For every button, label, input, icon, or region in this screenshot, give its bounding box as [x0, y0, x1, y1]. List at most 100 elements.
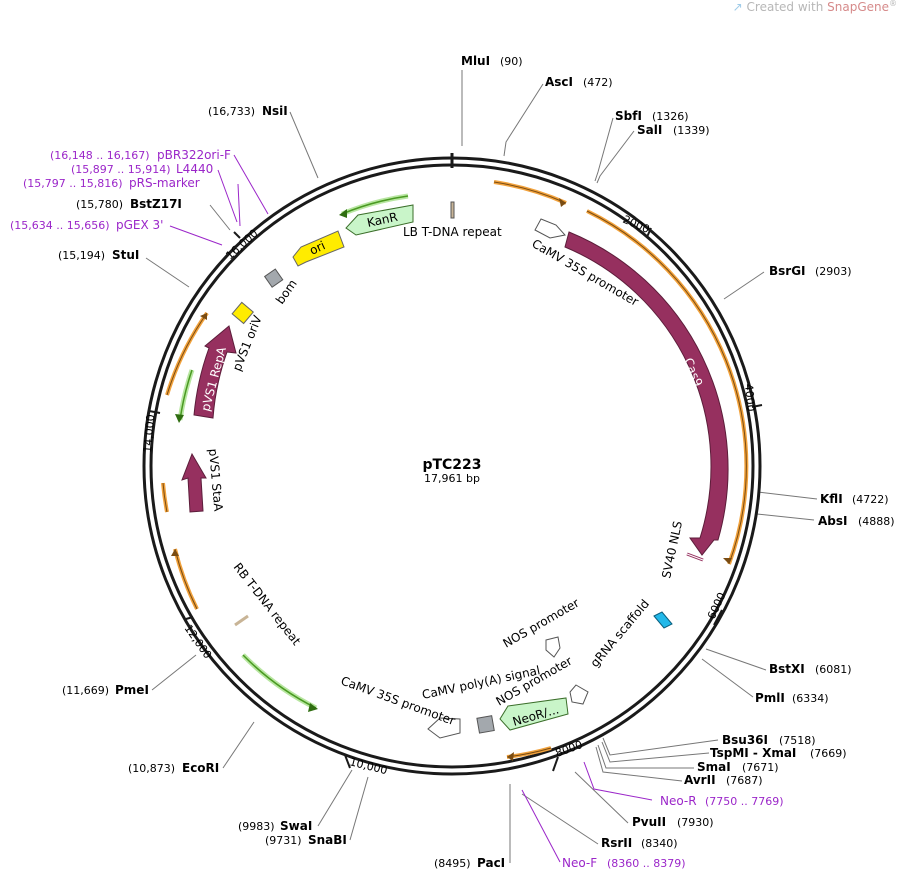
- svg-text:TspMI - XmaI: TspMI - XmaI: [710, 746, 796, 760]
- svg-text:EcoRI: EcoRI: [182, 761, 219, 775]
- svg-text:(15,897 .. 15,914): (15,897 .. 15,914): [71, 163, 171, 176]
- svg-text:(90): (90): [500, 55, 523, 68]
- watermark-prefix: Created with: [746, 0, 828, 14]
- svg-text:BsrGI: BsrGI: [769, 264, 806, 278]
- svg-text:(472): (472): [583, 76, 613, 89]
- sv40-nls-mark-inner: [686, 553, 704, 561]
- site-bsrgi[interactable]: BsrGI (2903): [769, 264, 852, 278]
- svg-text:(8495): (8495): [434, 857, 471, 870]
- svg-text:SalI: SalI: [637, 123, 662, 137]
- svg-text:BstZ17I: BstZ17I: [130, 197, 182, 211]
- svg-text:AbsI: AbsI: [818, 514, 847, 528]
- site-pmli[interactable]: PmlI (6334): [755, 691, 829, 705]
- svg-text:AscI: AscI: [545, 75, 573, 89]
- nos-promoter-1-arrow: [545, 636, 561, 658]
- site-smai[interactable]: SmaI (7671): [697, 760, 779, 774]
- site-tspmi-xmai[interactable]: TspMI - XmaI (7669): [710, 746, 847, 760]
- sv40-nls-label: SV40 NLS: [659, 520, 685, 580]
- svg-text:NsiI: NsiI: [262, 104, 288, 118]
- plasmid-size: 17,961 bp: [424, 472, 480, 485]
- svg-text:pRS-marker: pRS-marker: [129, 176, 200, 190]
- primer-l4440[interactable]: (15,897 .. 15,914)L4440: [71, 162, 213, 176]
- svg-text:(2903): (2903): [815, 265, 852, 278]
- site-absi[interactable]: AbsI(4888): [818, 514, 895, 528]
- site-leader-lines: [145, 70, 818, 863]
- site-pmei[interactable]: (11,669) PmeI: [62, 683, 149, 697]
- svg-text:(7671): (7671): [742, 761, 779, 774]
- svg-text:(4722): (4722): [852, 493, 889, 506]
- site-snabi[interactable]: (9731) SnaBI: [265, 833, 347, 847]
- svg-text:(15,780): (15,780): [76, 198, 123, 211]
- svg-text:PmlI: PmlI: [755, 691, 785, 705]
- svg-text:(6081): (6081): [815, 663, 852, 676]
- pvs1-repa-feature-arrow: [193, 325, 237, 419]
- svg-text:Bsu36I: Bsu36I: [722, 733, 768, 747]
- site-kfli[interactable]: KflI (4722): [820, 492, 889, 506]
- svg-text:KflI: KflI: [820, 492, 843, 506]
- svg-text:(8360 .. 8379): (8360 .. 8379): [607, 857, 686, 870]
- site-ecori[interactable]: (10,873) EcoRI: [128, 761, 219, 775]
- ori-label: ori: [307, 238, 327, 257]
- svg-text:(8340): (8340): [641, 837, 678, 850]
- grna-scaffold-arrow: [653, 611, 673, 629]
- site-avrii[interactable]: AvrII(7687): [684, 773, 763, 787]
- site-bstz17i[interactable]: (15,780) BstZ17I: [76, 197, 182, 211]
- svg-text:(7518): (7518): [779, 734, 816, 747]
- camv-35s-promoter-top-arrow: [534, 218, 566, 239]
- svg-text:(9731): (9731): [265, 834, 302, 847]
- orange-arrowheads: [171, 198, 732, 761]
- site-rsrii[interactable]: RsrII (8340): [601, 836, 678, 850]
- svg-text:SbfI: SbfI: [615, 109, 642, 123]
- plasmid-name: pTC223: [422, 457, 481, 473]
- primer-pbr322ori-f[interactable]: (16,148 .. 16,167)pBR322ori-F: [50, 148, 231, 162]
- svg-text:(16,733): (16,733): [208, 105, 255, 118]
- primer-pgex-3[interactable]: (15,634 .. 15,656)pGEX 3': [10, 218, 163, 232]
- site-nsii[interactable]: (16,733) NsiI: [208, 104, 288, 118]
- bom-feature: [263, 268, 284, 288]
- tick-label-4000: 4000: [742, 383, 757, 412]
- svg-text:RsrII: RsrII: [601, 836, 632, 850]
- site-bstxi[interactable]: BstXI(6081): [769, 662, 852, 676]
- svg-text:(7669): (7669): [810, 747, 847, 760]
- svg-text:(6334): (6334): [792, 692, 829, 705]
- svg-text:SwaI: SwaI: [280, 819, 312, 833]
- site-bsu36i[interactable]: Bsu36I (7518): [722, 733, 816, 747]
- primer-prs-marker[interactable]: (15,797 .. 15,816)pRS-marker: [23, 176, 200, 190]
- site-asci[interactable]: AscI (472): [545, 75, 613, 89]
- site-paci[interactable]: (8495) PacI: [434, 856, 505, 870]
- svg-text:(16,148 .. 16,167): (16,148 .. 16,167): [50, 149, 150, 162]
- site-sbfi[interactable]: SbfI(1326): [615, 109, 689, 123]
- svg-text:MluI: MluI: [461, 54, 490, 68]
- svg-text:Neo-F: Neo-F: [562, 856, 597, 870]
- camv-35s-promoter-bottom-label: CaMV 35S promoter: [339, 674, 457, 728]
- primers: (16,148 .. 16,167)pBR322ori-F (15,897 ..…: [10, 148, 784, 870]
- site-mlui[interactable]: MluI (90): [461, 54, 523, 68]
- svg-text:PmeI: PmeI: [115, 683, 149, 697]
- site-stui[interactable]: (15,194)StuI: [58, 248, 139, 262]
- primer-neo-r[interactable]: Neo-R(7750 .. 7769): [660, 794, 784, 808]
- snapgene-watermark: ↗ Created with SnapGene®: [733, 0, 897, 14]
- site-sali[interactable]: SalI(1339): [637, 123, 710, 137]
- tick-marks: [148, 227, 763, 772]
- svg-text:PacI: PacI: [477, 856, 505, 870]
- pvs1-oriv-feature: [231, 301, 254, 325]
- site-swai[interactable]: (9983) SwaI: [238, 819, 312, 833]
- camv-35s-promoter-bottom-arrow: [427, 717, 461, 739]
- svg-text:SmaI: SmaI: [697, 760, 731, 774]
- pvs1-oriv-label: pVS1 oriV: [230, 313, 265, 373]
- orange-arc-4: [173, 548, 199, 610]
- svg-text:(9983): (9983): [238, 820, 275, 833]
- camv-polya-signal-feature: [476, 715, 495, 734]
- watermark-registered: ®: [889, 0, 897, 8]
- lb-tdna-repeat-mark: [450, 201, 455, 219]
- primer-neo-f[interactable]: Neo-F (8360 .. 8379): [562, 856, 686, 870]
- svg-text:pGEX 3': pGEX 3': [116, 218, 163, 232]
- lb-tdna-repeat-label: LB T-DNA repeat: [403, 225, 502, 239]
- watermark-brand: SnapGene: [827, 0, 889, 14]
- primer-leader-lines: [169, 154, 653, 863]
- svg-text:SnaBI: SnaBI: [308, 833, 347, 847]
- site-pvuii[interactable]: PvuII(7930): [632, 815, 714, 829]
- nos-promoter-2-arrow: [569, 684, 589, 705]
- svg-text:(10,873): (10,873): [128, 762, 175, 775]
- svg-text:(11,669): (11,669): [62, 684, 109, 697]
